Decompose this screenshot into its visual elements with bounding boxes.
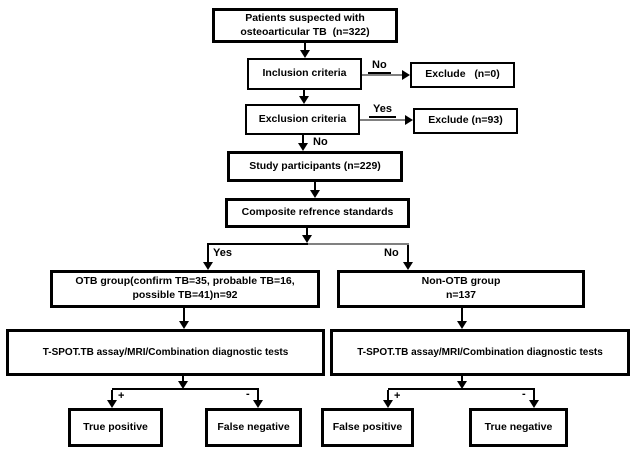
connector-line [461, 308, 463, 322]
box-false-negative: False negative [205, 408, 302, 447]
arrowhead-down-icon [302, 235, 312, 243]
box-exclude-n0-text: Exclude (n=0) [425, 68, 500, 81]
box-exclusion-criteria: Exclusion criteria [245, 104, 360, 135]
box-inclusion-criteria: Inclusion criteria [247, 58, 362, 90]
box-study-text: Study participants (n=229) [249, 159, 381, 172]
branch-line-right [308, 243, 409, 245]
label-branch-no: No [384, 247, 399, 259]
branch-line [112, 388, 259, 390]
branch-drop-left [387, 390, 389, 401]
arrowhead-down-icon [383, 400, 393, 408]
box-true-negative: True negative [469, 408, 568, 447]
arrowhead-down-icon [403, 262, 413, 270]
arrowhead-down-icon [107, 400, 117, 408]
box-composite-text: Composite refrence standards [241, 206, 394, 219]
label-right-plus: + [394, 390, 401, 402]
arrowhead-down-icon [457, 381, 467, 389]
branch-drop-right [407, 245, 409, 263]
box-true-negative-text: True negative [484, 420, 553, 433]
box-tspot-tests-left: T-SPOT.TB assay/MRI/Combination diagnost… [6, 329, 325, 376]
connector-line [303, 90, 305, 97]
arrowhead-down-icon [457, 321, 467, 329]
branch-stem [182, 376, 184, 382]
branch-drop-left [111, 390, 113, 401]
arrowhead-down-icon [298, 143, 308, 151]
branch-drop-right [257, 390, 259, 401]
label-left-plus: + [118, 390, 125, 402]
connector-line [302, 135, 304, 144]
box-false-positive-text: False positive [332, 420, 403, 433]
box-exclusion-text: Exclusion criteria [258, 112, 347, 125]
arrowhead-down-icon [178, 381, 188, 389]
connector-line [314, 182, 316, 191]
box-true-positive: True positive [68, 408, 163, 447]
label-right-minus: - [522, 388, 526, 400]
connector-line [183, 308, 185, 322]
box-false-positive: False positive [321, 408, 414, 447]
arrowhead-down-icon [179, 321, 189, 329]
arrowhead-down-icon [203, 262, 213, 270]
branch-stem [461, 376, 463, 382]
box-inclusion-text: Inclusion criteria [262, 67, 347, 80]
label-left-minus: - [246, 388, 250, 400]
box-patients-text: Patients suspected with osteoarticular T… [240, 11, 370, 38]
box-exclude-n93-text: Exclude (n=93) [428, 114, 503, 127]
arrowhead-down-icon [253, 400, 263, 408]
box-exclude-n93: Exclude (n=93) [413, 108, 518, 134]
box-true-positive-text: True positive [83, 420, 148, 433]
connector-line [360, 119, 405, 121]
arrowhead-down-icon [299, 96, 309, 104]
arrowhead-down-icon [300, 50, 310, 58]
arrowhead-right-icon [402, 70, 410, 80]
box-tspot-tests-right: T-SPOT.TB assay/MRI/Combination diagnost… [330, 329, 630, 376]
label-inclusion-no: No [368, 59, 391, 75]
connector-line [362, 74, 402, 76]
box-composite-reference-standards: Composite refrence standards [225, 198, 410, 228]
box-tspot-left-text: T-SPOT.TB assay/MRI/Combination diagnost… [42, 347, 289, 358]
box-otb-text: OTB group(confirm TB=35, probable TB=16,… [75, 275, 295, 301]
box-non-otb-text: Non-OTB group n=137 [421, 275, 501, 301]
branch-drop-right [533, 390, 535, 401]
connector-line [304, 43, 306, 51]
box-tspot-right-text: T-SPOT.TB assay/MRI/Combination diagnost… [357, 347, 603, 358]
box-non-otb-group: Non-OTB group n=137 [337, 270, 585, 308]
branch-line [388, 388, 535, 390]
box-patients-suspected: Patients suspected with osteoarticular T… [212, 8, 398, 43]
branch-drop-left [207, 245, 209, 263]
arrowhead-down-icon [310, 190, 320, 198]
branch-line-left [207, 243, 308, 245]
label-exclusion-yes: Yes [369, 103, 396, 119]
box-otb-group: OTB group(confirm TB=35, probable TB=16,… [50, 270, 320, 308]
box-exclude-n0: Exclude (n=0) [410, 62, 515, 88]
label-branch-yes: Yes [213, 247, 232, 259]
arrowhead-down-icon [529, 400, 539, 408]
box-study-participants: Study participants (n=229) [227, 151, 403, 182]
box-false-negative-text: False negative [217, 420, 290, 433]
label-exclusion-no: No [313, 136, 328, 148]
connector-line [306, 228, 308, 236]
arrowhead-right-icon [405, 115, 413, 125]
